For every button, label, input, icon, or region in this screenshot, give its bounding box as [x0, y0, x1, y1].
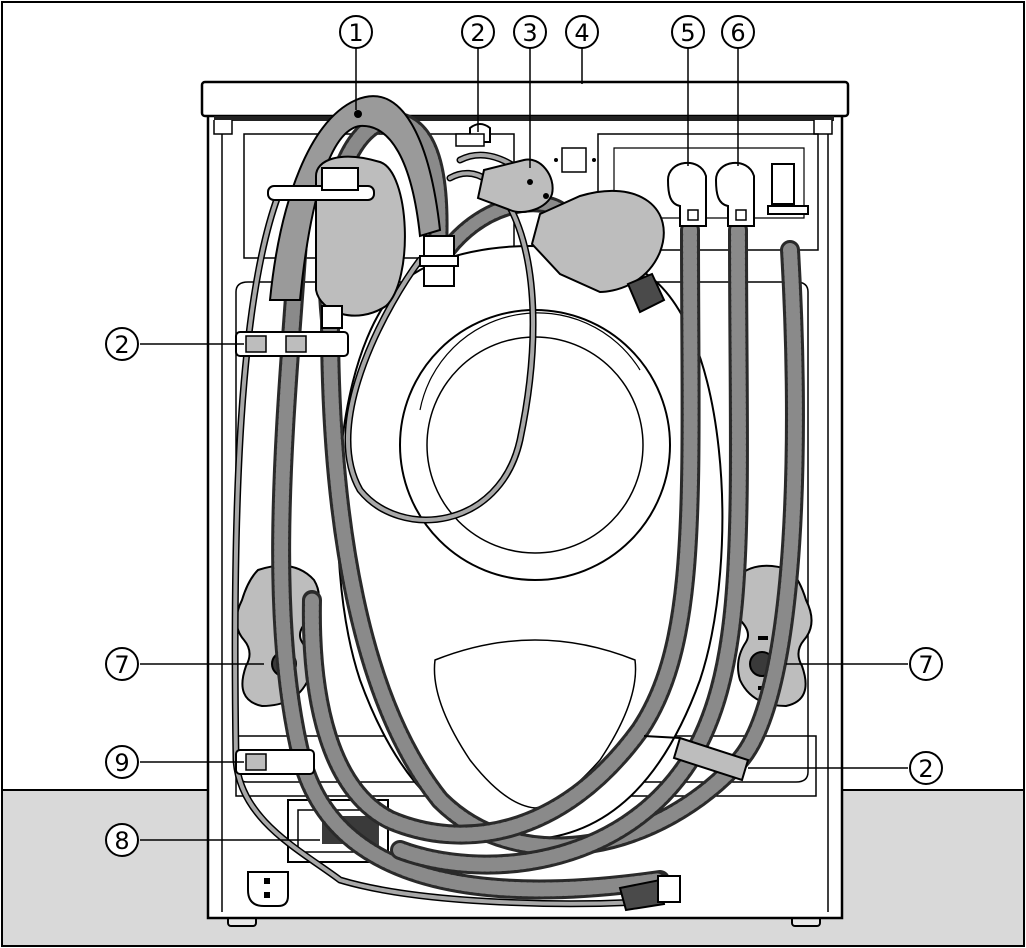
vent-square — [561, 147, 587, 173]
callout-6-label: 6 — [730, 19, 745, 47]
hose-end-holder — [657, 875, 681, 903]
hose-clip-upper-left — [235, 331, 349, 357]
callout-2-right: 2 — [909, 751, 943, 785]
callout-4: 4 — [565, 15, 599, 49]
drain-hose-end-ring — [419, 255, 459, 267]
callout-7-right-label: 7 — [918, 651, 933, 679]
mains-plug — [476, 158, 554, 213]
callout-1: 1 — [339, 15, 373, 49]
cable-tie-top — [455, 133, 485, 147]
lid-clip-right — [813, 120, 833, 135]
callout-9-label: 9 — [114, 749, 129, 777]
mains-cable-fill — [233, 194, 642, 906]
callout-6: 6 — [721, 15, 755, 49]
aquastop-nut — [321, 167, 359, 191]
callout-5-label: 5 — [680, 19, 695, 47]
callout-7-left-label: 7 — [114, 651, 129, 679]
callout-4-label: 4 — [574, 19, 589, 47]
callout-2-top-label: 2 — [470, 19, 485, 47]
leader-lines — [140, 48, 908, 841]
hose-clamp-right — [643, 735, 750, 782]
inlet-pin-1 — [264, 878, 270, 884]
lid-top — [200, 80, 850, 118]
hot-inlet-elbow — [666, 161, 707, 227]
callout-7-left: 7 — [105, 647, 139, 681]
appliance-inlet — [247, 871, 289, 907]
waterproof-inlet — [767, 163, 809, 215]
callout-5: 5 — [671, 15, 705, 49]
inlet-hose-hot — [301, 220, 701, 845]
hose-holder-hole — [354, 110, 362, 118]
lid-shadow — [214, 116, 834, 121]
inlet-pin-2 — [264, 892, 270, 898]
callout-7-right: 7 — [909, 647, 943, 681]
plug-pin-2 — [543, 193, 549, 199]
drum-ring-arc — [419, 312, 641, 411]
bolt-mark-right-1 — [758, 636, 768, 640]
lid-clip-left — [213, 120, 233, 135]
hose-holder — [268, 95, 442, 301]
callout-2-left-label: 2 — [114, 331, 129, 359]
vent-dot-right — [592, 158, 596, 162]
callout-3: 3 — [513, 15, 547, 49]
callout-2-left: 2 — [105, 327, 139, 361]
callout-8: 8 — [105, 823, 139, 857]
inlet-valve-cap — [626, 272, 666, 314]
callout-3-label: 3 — [522, 19, 537, 47]
callout-2-top: 2 — [461, 15, 495, 49]
aquastop-neck — [321, 305, 343, 329]
callout-1-label: 1 — [348, 19, 363, 47]
hose-end-connector — [618, 878, 666, 912]
callout-9: 9 — [105, 745, 139, 779]
inlet-hose-cold — [390, 220, 749, 875]
cold-inlet-elbow — [714, 161, 755, 227]
plug-pin-1 — [527, 179, 533, 185]
inlet-valve-unit — [530, 190, 665, 294]
callout-8-label: 8 — [114, 827, 129, 855]
hose-clip-lower-left — [235, 749, 315, 775]
control-cable-loop-fill — [346, 171, 535, 522]
vent-dot-left — [554, 158, 558, 162]
callout-2-right-label: 2 — [918, 755, 933, 783]
